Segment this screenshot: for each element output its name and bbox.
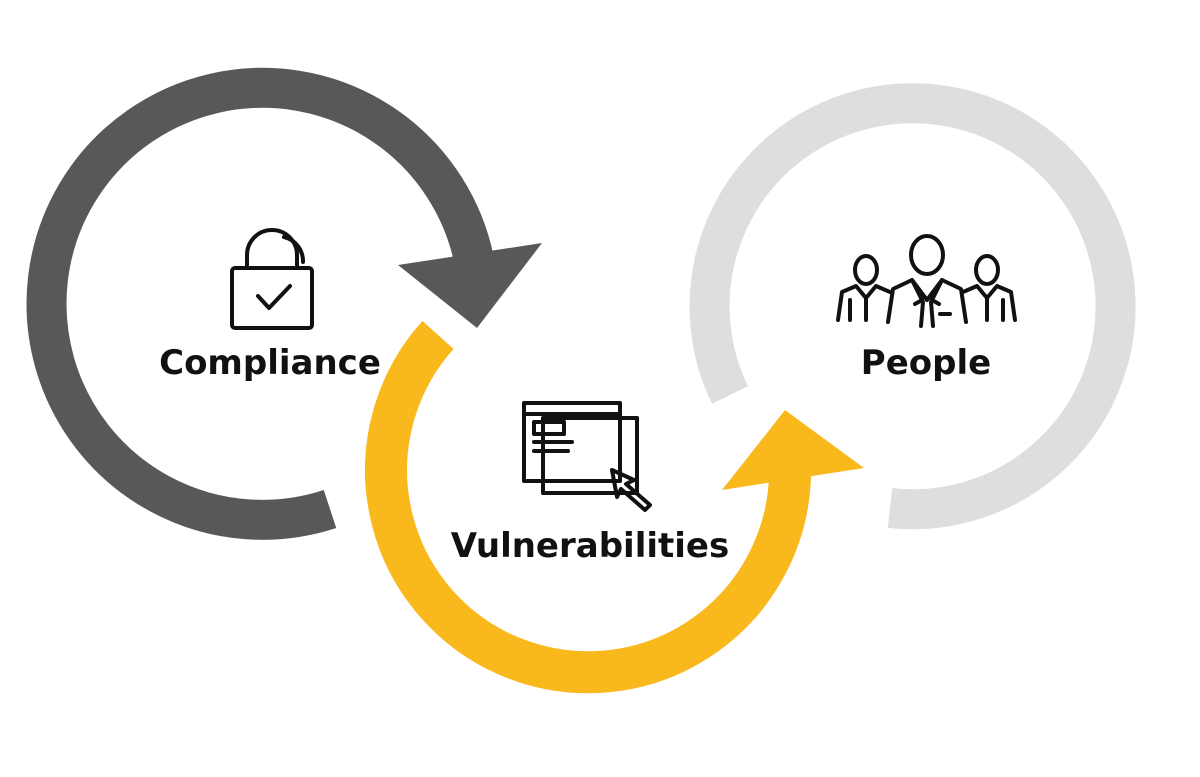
browser-cursor-icon bbox=[522, 401, 652, 512]
people-group-icon bbox=[836, 234, 1017, 328]
compliance-arrowhead bbox=[398, 243, 542, 328]
people-label: People bbox=[861, 343, 991, 383]
people-ring bbox=[689, 83, 1136, 530]
compliance-label: Compliance bbox=[159, 343, 381, 383]
vulnerabilities-label: Vulnerabilities bbox=[451, 526, 729, 566]
compliance-ring bbox=[26, 67, 495, 540]
vulnerabilities-arrowhead bbox=[722, 410, 864, 490]
padlock-check-icon bbox=[230, 228, 314, 330]
vulnerabilities-ring bbox=[365, 320, 811, 694]
